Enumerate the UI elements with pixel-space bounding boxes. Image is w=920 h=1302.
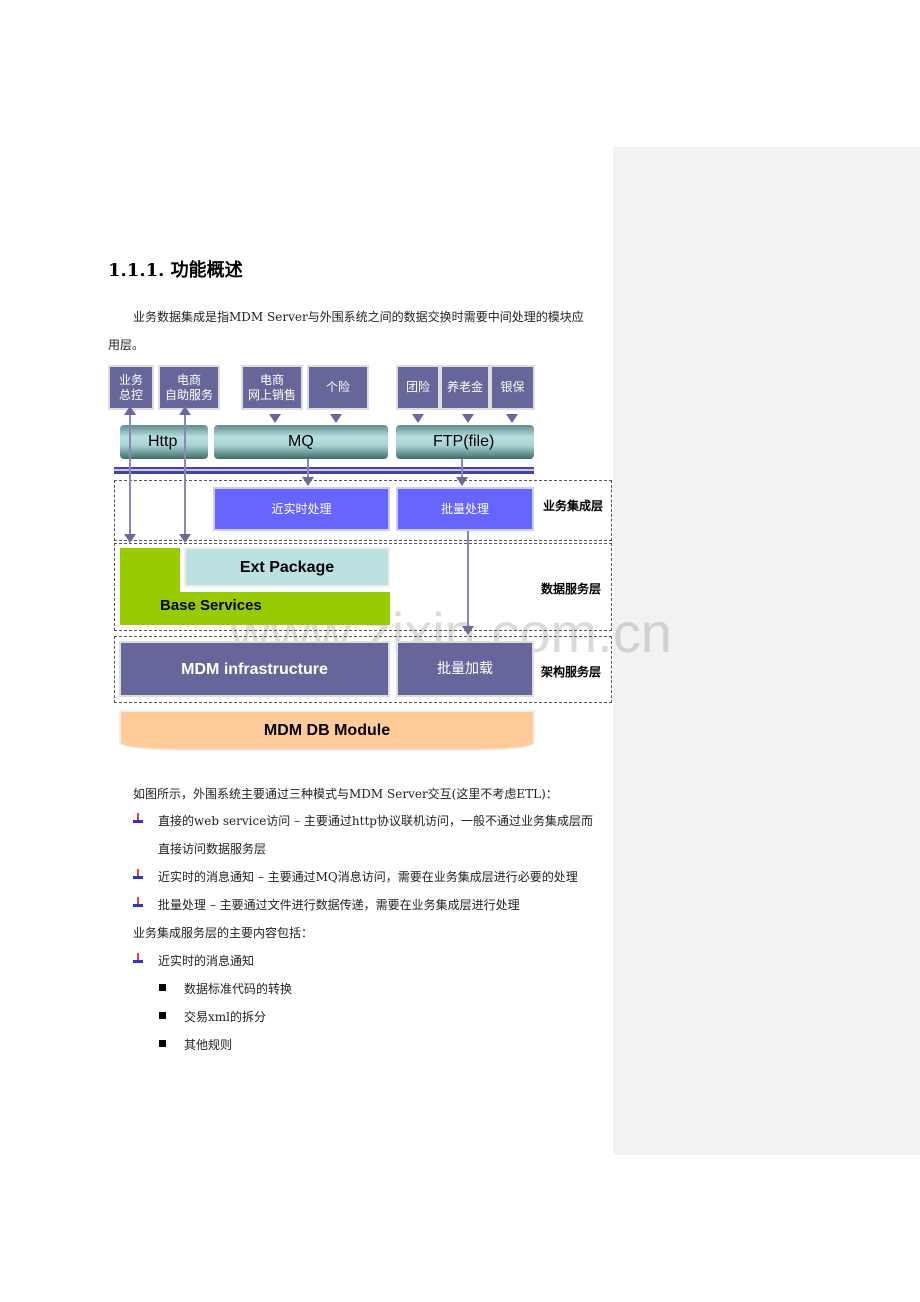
layer-label: 架构服务层: [541, 665, 602, 679]
system-box: 个险: [307, 365, 369, 410]
bullet-icon: [133, 953, 143, 963]
paragraph: 业务集成服务层的主要内容包括：: [133, 926, 314, 940]
bullet-icon: [133, 897, 143, 907]
sub-item: 交易xml的拆分: [184, 1010, 266, 1024]
system-box: 业务总控: [108, 365, 154, 410]
batch-load: 批量加载: [396, 641, 534, 697]
system-box: 养老金: [440, 365, 490, 410]
bullet-item-cont: 直接访问数据服务层: [158, 842, 267, 856]
bullet-icon: [133, 813, 143, 823]
square-bullet-icon: [159, 984, 166, 991]
batch-processing: 批量处理: [396, 487, 534, 531]
data-service-layer: [114, 543, 612, 631]
mq-channel: MQ: [214, 425, 388, 459]
bullet-icon: [133, 869, 143, 879]
square-bullet-icon: [159, 1040, 166, 1047]
square-bullet-icon: [159, 1012, 166, 1019]
sub-item: 其他规则: [184, 1038, 233, 1052]
system-box: 电商网上销售: [241, 365, 303, 410]
bullet-item: 近实时的消息通知 – 主要通过MQ消息访问，需要在业务集成层进行必要的处理: [158, 870, 578, 884]
layer-label: 业务集成层: [543, 499, 604, 513]
ext-package: Ext Package: [184, 547, 390, 587]
mdm-db-module: MDM DB Module: [119, 710, 535, 751]
bullet-item: 批量处理 – 主要通过文件进行数据传递，需要在业务集成层进行处理: [158, 898, 520, 912]
infrastructure-layer: [114, 636, 612, 703]
layer-label: 数据服务层: [541, 582, 602, 596]
intro-line: 用层。: [108, 338, 145, 352]
bullet-item: 直接的web service访问 – 主要通过http协议联机访问，一般不通过业…: [158, 814, 593, 828]
intro-line: 业务数据集成是指MDM Server与外围系统之间的数据交换时需要中间处理的模块…: [133, 310, 584, 324]
paragraph: 如图所示，外围系统主要通过三种模式与MDM Server交互(这里不考虑ETL)…: [133, 787, 558, 801]
system-box: 电商自助服务: [158, 365, 220, 410]
mdm-infrastructure: MDM infrastructure: [119, 641, 390, 697]
bus-line: [114, 467, 534, 471]
comment-margin: [613, 147, 920, 1155]
integration-layer: [114, 480, 612, 541]
sub-item: 数据标准代码的转换: [184, 982, 293, 996]
section-heading: 1.1.1. 功能概述: [108, 260, 243, 281]
bullet-item: 近实时的消息通知: [158, 954, 255, 968]
ftp-channel: FTP(file): [396, 425, 534, 459]
realtime-processing: 近实时处理: [213, 487, 390, 531]
system-box: 团险: [396, 365, 440, 410]
system-box: 银保: [490, 365, 535, 410]
http-channel: Http: [120, 425, 208, 459]
base-services-label: Base Services: [160, 597, 262, 614]
